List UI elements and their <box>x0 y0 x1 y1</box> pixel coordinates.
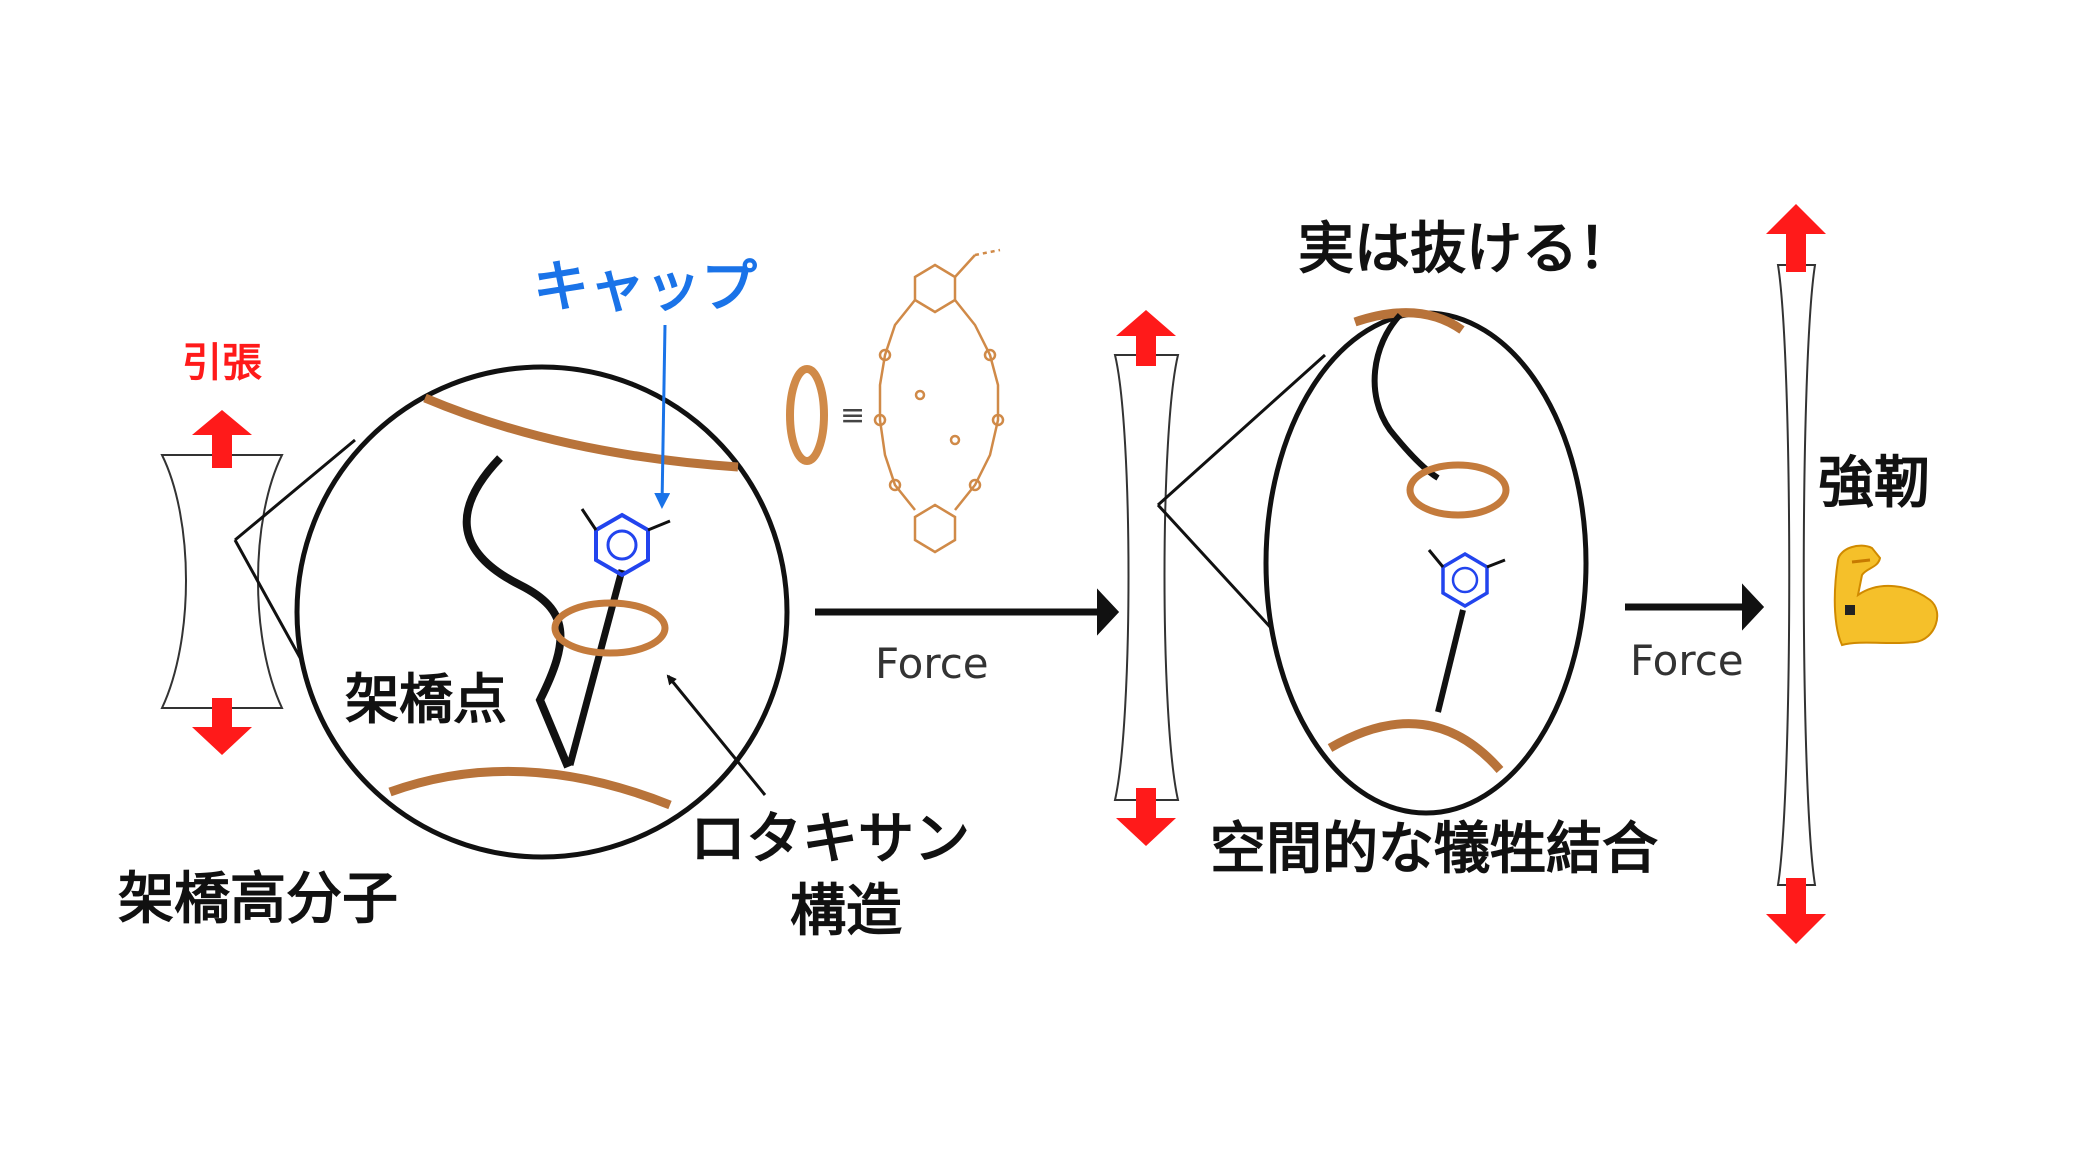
polymer-chain-bottom-2 <box>1327 719 1504 773</box>
benzene-cap-icon <box>580 508 671 578</box>
polymer-chain-top <box>423 393 739 472</box>
tension-label: 引張 <box>182 340 262 386</box>
crown-ether-legend: ≡ <box>786 248 1005 554</box>
axle-chain-2 <box>1435 609 1466 713</box>
crosslink-chain-black <box>462 455 572 769</box>
equivalence-symbol: ≡ <box>840 398 865 433</box>
crown-ether-ring-icon-2 <box>1406 461 1510 519</box>
crown-ether-structure <box>873 248 1005 554</box>
tension-arrow-up-2 <box>1116 310 1176 358</box>
force-arrow-1-head <box>1097 588 1120 636</box>
rotaxane-pointer-arrow <box>666 674 767 796</box>
specimen-1 <box>160 448 284 718</box>
force-label-1: Force <box>875 639 989 688</box>
zoom-circle-1 <box>294 364 790 860</box>
cap-pointer-arrow <box>654 324 671 509</box>
slipped-chain-black <box>1371 312 1440 481</box>
tension-arrow-down-2 <box>1116 798 1176 846</box>
benzene-cap-icon-2 <box>1427 549 1506 609</box>
zoom-ellipse-2 <box>1263 308 1589 816</box>
force-label-2: Force <box>1630 636 1744 685</box>
sacrificial-bond-label: 空間的な犠牲結合 <box>1210 817 1658 882</box>
tension-arrow-up-3 <box>1766 204 1826 262</box>
tough-label: 強靭 <box>1818 451 1930 516</box>
tension-arrow-down <box>192 705 252 755</box>
actually-slips-label: 実は抜ける！ <box>1298 217 1634 282</box>
rotaxane-label-line1: ロタキサン <box>690 807 970 872</box>
tension-arrow-up <box>192 410 252 458</box>
crown-ether-ring-icon <box>551 599 669 657</box>
crosslink-point-label: 架橋点 <box>345 668 507 731</box>
polymer-chain-bottom <box>388 766 672 810</box>
cap-label: キャップ <box>533 255 757 320</box>
specimen-2 <box>1113 352 1180 802</box>
flexed-biceps-icon <box>1833 544 1939 647</box>
force-arrow-2-head <box>1742 583 1765 631</box>
crosslinked-polymer-label: 架橋高分子 <box>118 867 398 932</box>
rotaxane-label-line2: 構造 <box>790 879 902 944</box>
specimen-3 <box>1776 258 1817 892</box>
tension-arrow-down-3 <box>1766 888 1826 944</box>
polymer-chain-top-2 <box>1353 308 1465 334</box>
